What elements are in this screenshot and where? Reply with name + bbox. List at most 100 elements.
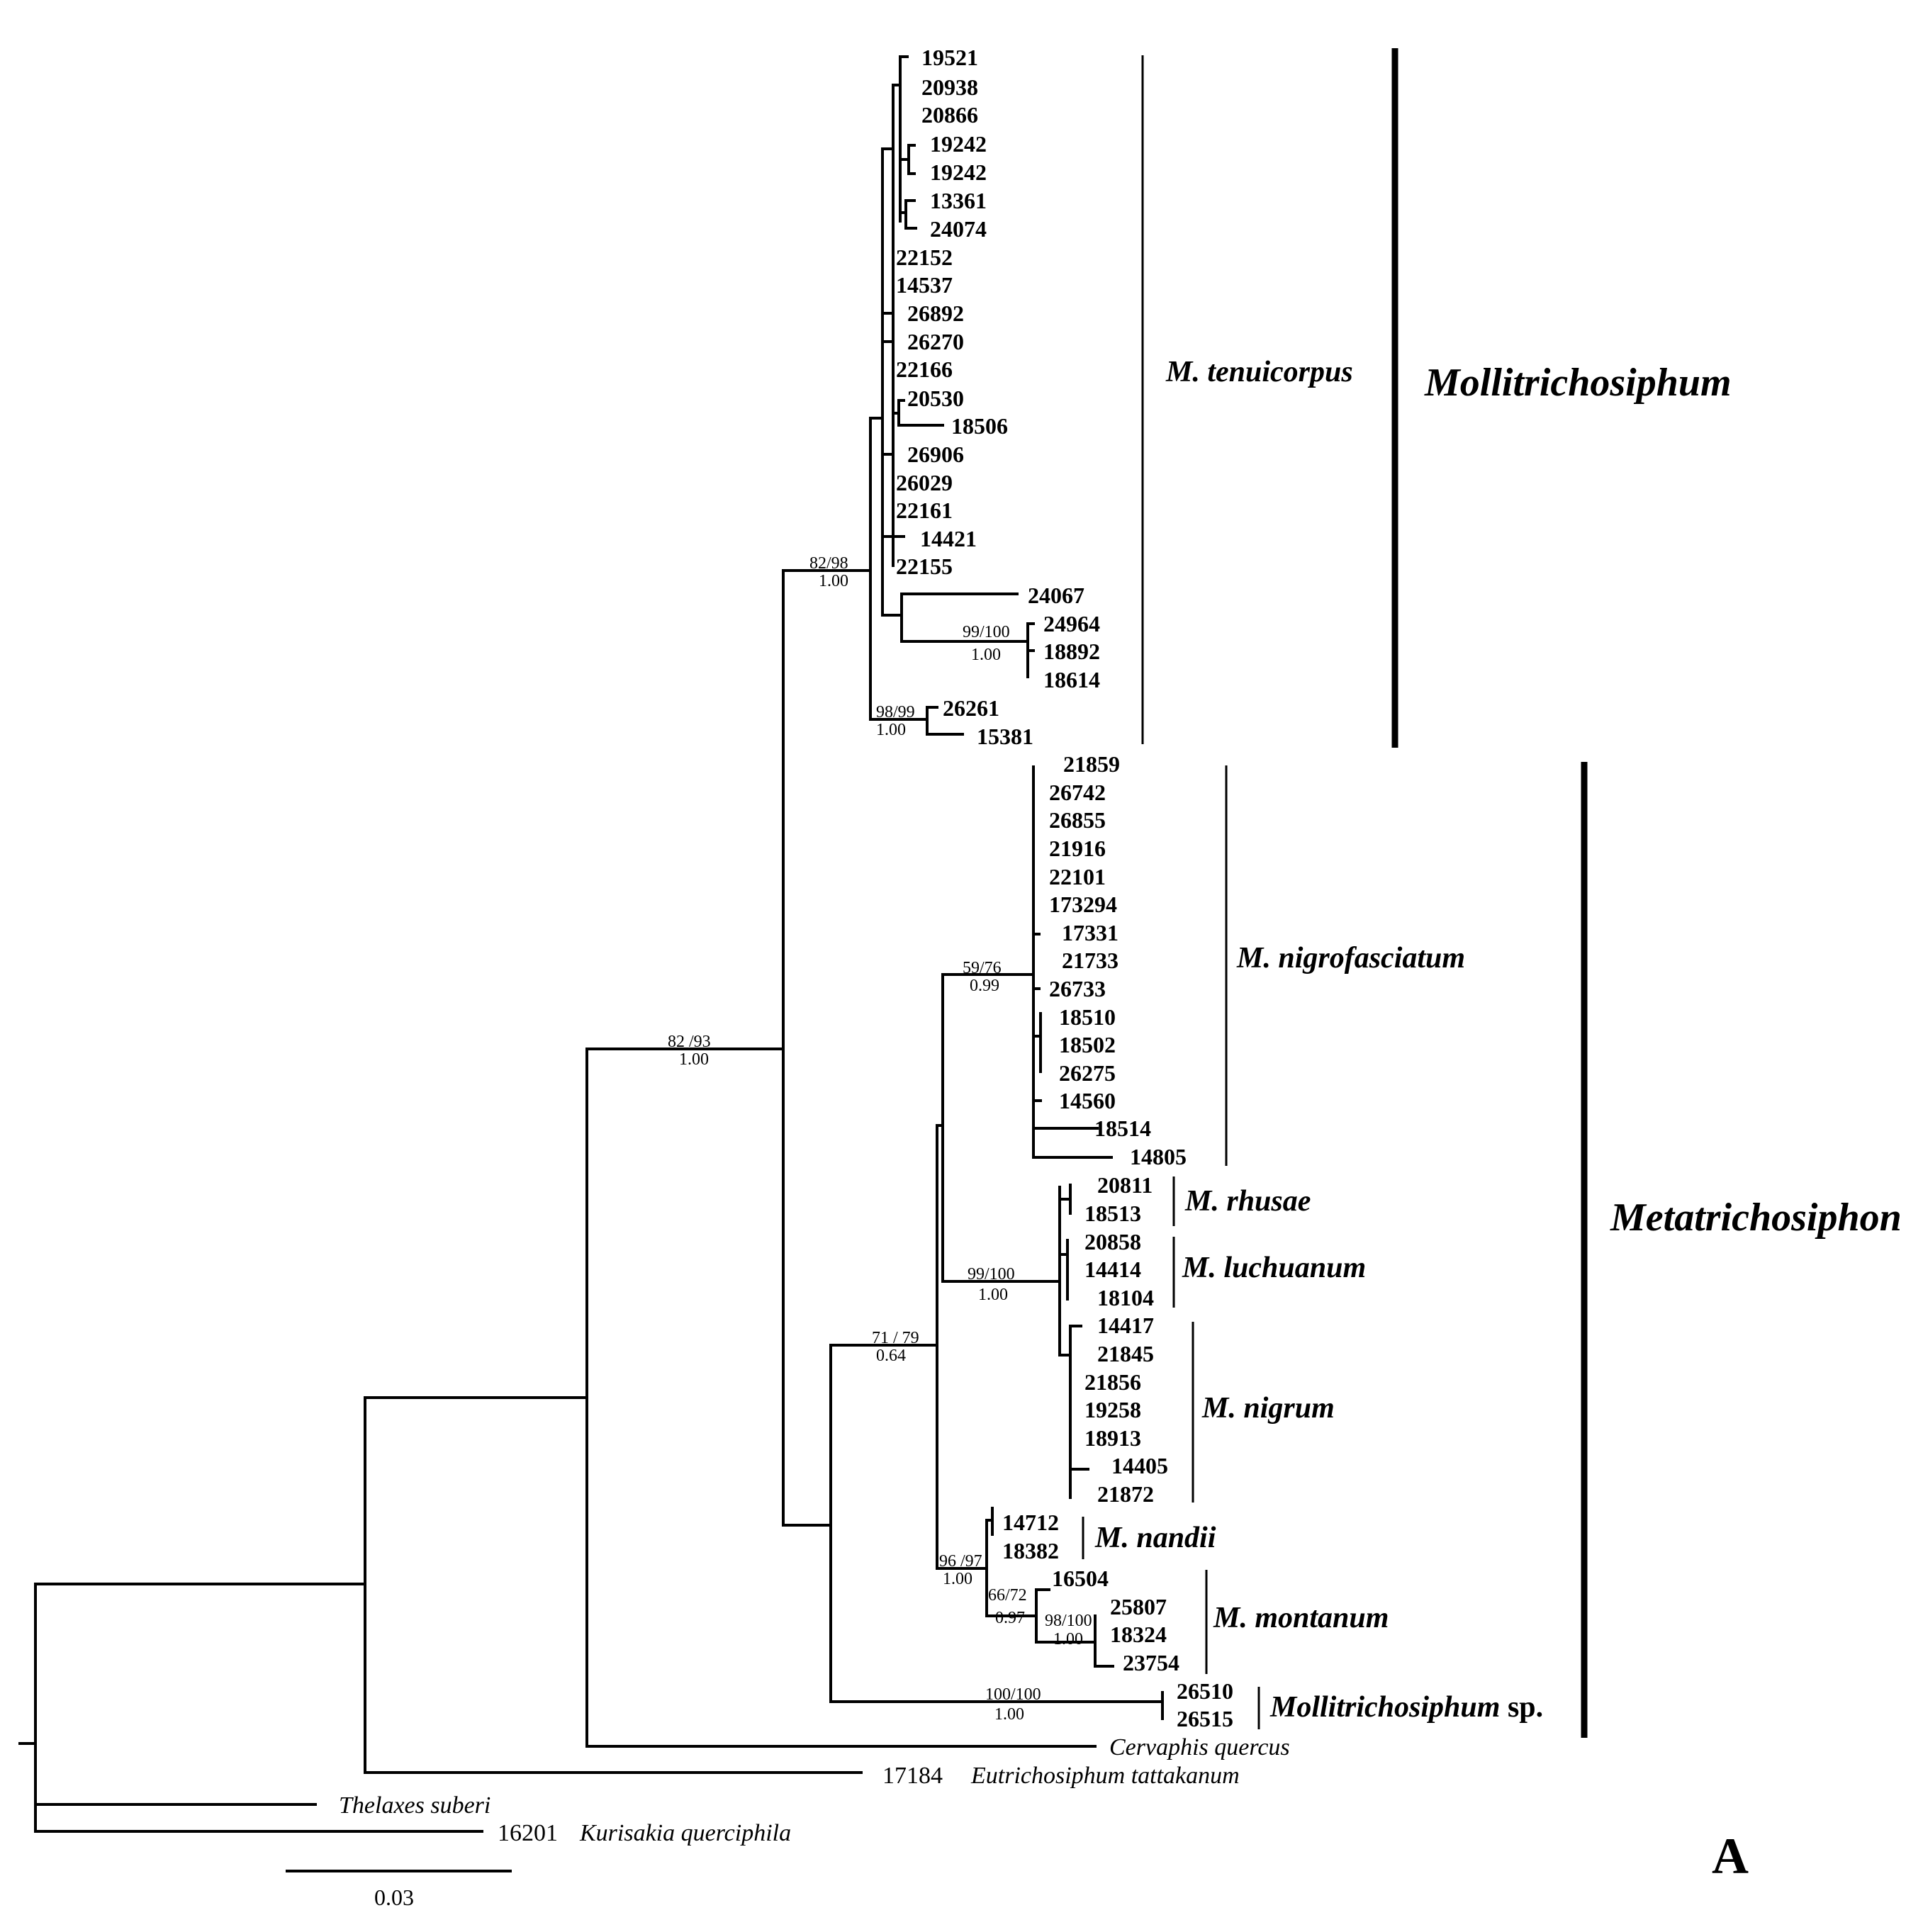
- species-label-montanum: M. montanum: [1213, 1602, 1389, 1634]
- support-value: 1.00: [994, 1705, 1024, 1724]
- outgroup-kurisakia-id: 16201: [498, 1820, 558, 1846]
- tip-label: 25807: [1110, 1594, 1167, 1619]
- support-value: 1.00: [978, 1286, 1008, 1304]
- tip-label: 21845: [1097, 1341, 1154, 1366]
- tip-label: 26270: [907, 329, 964, 354]
- tip-label: 18104: [1097, 1285, 1154, 1310]
- panel-label: A: [1712, 1828, 1749, 1885]
- tip-label: 22161: [896, 498, 953, 523]
- tip-label: 26855: [1049, 807, 1106, 833]
- tip-label: 23754: [1123, 1650, 1179, 1675]
- tip-label: 26742: [1049, 780, 1106, 805]
- tip-label: 19242: [930, 159, 987, 185]
- tree-branches: [18, 55, 1164, 1872]
- support-value: 1.00: [819, 572, 848, 590]
- outgroup-eutrichosiphum-id: 17184: [882, 1763, 943, 1789]
- support-value: 1.00: [1053, 1630, 1083, 1649]
- tip-label: 15381: [977, 724, 1033, 749]
- species-label-mollisp-genus: Mollitrichosiphum: [1269, 1691, 1500, 1724]
- tip-label: 24074: [930, 216, 987, 242]
- tip-label: 22155: [896, 554, 953, 579]
- tip-label: 26261: [943, 695, 999, 721]
- genus-label-mollitrichosiphum: Mollitrichosiphum: [1424, 361, 1732, 405]
- species-label-luchuanum: M. luchuanum: [1182, 1252, 1366, 1284]
- tip-label: 26510: [1177, 1678, 1233, 1704]
- tip-label: 22152: [896, 245, 953, 270]
- outgroup-eutrichosiphum: Eutrichosiphum tattakanum: [970, 1763, 1240, 1789]
- tip-label: 18514: [1094, 1116, 1151, 1141]
- tip-label: 18892: [1043, 639, 1100, 664]
- outgroup-labels: Cervaphis quercus 17184 Eutrichosiphum t…: [339, 1734, 1290, 1846]
- support-value: 99/100: [968, 1265, 1015, 1284]
- tip-label: 26275: [1059, 1060, 1116, 1086]
- tip-label: 14405: [1111, 1453, 1168, 1478]
- tip-label: 21733: [1062, 948, 1119, 973]
- species-label-nigrum: M. nigrum: [1201, 1392, 1335, 1425]
- support-value: 0.64: [876, 1347, 906, 1365]
- tip-label: 18510: [1059, 1004, 1116, 1030]
- tip-label: 19258: [1084, 1397, 1141, 1422]
- tip-label: 20938: [921, 74, 978, 100]
- tip-label: 21859: [1063, 751, 1120, 777]
- tip-label: 13361: [930, 188, 987, 213]
- tip-label: 18502: [1059, 1032, 1116, 1057]
- tip-label: 24964: [1043, 611, 1100, 636]
- outgroup-kurisakia: Kurisakia querciphila: [579, 1820, 791, 1846]
- species-label-mollisp-suffix: sp.: [1500, 1691, 1543, 1724]
- tip-label: 26906: [907, 442, 964, 467]
- support-value: 1.00: [971, 646, 1001, 664]
- species-brackets: [1082, 55, 1260, 1729]
- tip-label: 18513: [1084, 1201, 1141, 1226]
- support-value: 98/100: [1045, 1612, 1092, 1630]
- outgroup-thelaxes: Thelaxes suberi: [339, 1792, 490, 1819]
- tip-label: 14421: [920, 526, 977, 551]
- support-value: 0.99: [970, 977, 999, 995]
- support-value: 1.00: [876, 721, 906, 739]
- tip-label: 14537: [896, 272, 953, 298]
- tip-label: 22166: [896, 356, 953, 382]
- tip-label: 26029: [896, 470, 953, 495]
- support-value: 1.00: [943, 1570, 972, 1588]
- support-value: 71 / 79: [872, 1329, 919, 1347]
- support-value: 96 /97: [939, 1552, 982, 1571]
- species-label-nigrofasciatum: M. nigrofasciatum: [1236, 942, 1465, 975]
- support-value: 99/100: [963, 623, 1010, 641]
- tip-label: 17331: [1062, 920, 1119, 945]
- tip-label: 18506: [951, 413, 1008, 439]
- tip-label: 21916: [1049, 836, 1106, 861]
- tip-label: 14560: [1059, 1088, 1116, 1113]
- tip-label: 20858: [1084, 1229, 1141, 1254]
- outgroup-cervaphis: Cervaphis quercus: [1109, 1734, 1290, 1760]
- tip-label: 14805: [1130, 1144, 1187, 1169]
- genus-brackets: Mollitrichosiphum Metatrichosiphon: [1391, 48, 1902, 1738]
- species-labels: M. tenuicorpus M. nigrofasciatum M. rhus…: [1094, 356, 1543, 1724]
- tip-label: 18614: [1043, 667, 1100, 692]
- tip-label: 26733: [1049, 976, 1106, 1001]
- tip-label: 16504: [1052, 1566, 1109, 1591]
- genus-label-metatrichosiphon: Metatrichosiphon: [1610, 1196, 1902, 1240]
- tip-label: 20811: [1097, 1172, 1153, 1198]
- support-value: 0.97: [995, 1609, 1025, 1627]
- tip-labels: 19521 20938 20866 19242 19242 13361 2407…: [896, 45, 1233, 1731]
- support-value: 82 /93: [668, 1033, 711, 1051]
- tip-label: 14712: [1002, 1510, 1059, 1535]
- support-value: 66/72: [988, 1586, 1027, 1605]
- tip-label: 18913: [1084, 1425, 1141, 1451]
- tip-label: 20530: [907, 386, 964, 411]
- support-value: 100/100: [985, 1685, 1041, 1704]
- tip-label: 21856: [1084, 1369, 1141, 1395]
- tip-label: 18382: [1002, 1538, 1059, 1563]
- tip-label: 24067: [1028, 583, 1084, 608]
- support-values: 82/98 1.00 99/100 1.00 98/99 1.00 82 /93…: [668, 554, 1092, 1724]
- support-value: 98/99: [876, 703, 915, 721]
- tip-label: 22101: [1049, 864, 1106, 889]
- tip-label: 173294: [1049, 892, 1117, 917]
- tip-label: 20866: [921, 102, 978, 128]
- tip-label: 14414: [1084, 1257, 1141, 1282]
- tip-label: 19521: [921, 45, 978, 70]
- species-label-nandii: M. nandii: [1094, 1522, 1216, 1554]
- tip-label: 26515: [1177, 1706, 1233, 1731]
- support-value: 82/98: [809, 554, 848, 573]
